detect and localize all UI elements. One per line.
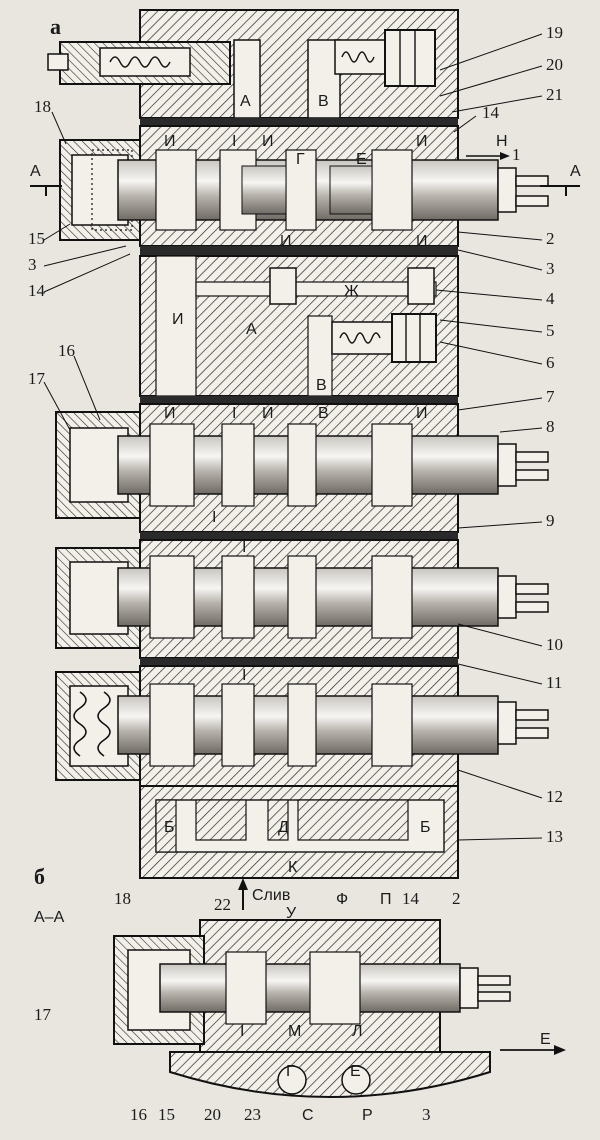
callout-b-17: 17: [34, 1005, 52, 1024]
callout-17: 17: [28, 369, 46, 388]
block4-label-i: I: [242, 667, 246, 684]
callout-5: 5: [546, 321, 555, 340]
channel-label-zh: Ж: [344, 283, 359, 300]
top-valve-body: [47, 9, 459, 126]
block2-label-i1: И: [164, 405, 176, 422]
callout-20: 20: [546, 55, 563, 74]
callout-16: 16: [58, 341, 75, 360]
block2-label-i2: I: [232, 405, 236, 422]
block2-label-i4: И: [416, 405, 428, 422]
cell-label-i-left: И: [164, 133, 176, 150]
section-label-a: а: [50, 14, 61, 39]
cell-label-i-low2: И: [416, 233, 428, 250]
sectionb-label-m: М: [288, 1023, 301, 1040]
callout-11: 11: [546, 673, 562, 692]
channel-label-a: А: [246, 321, 257, 338]
callout-6: 6: [546, 353, 555, 372]
spool-block-3: [55, 539, 549, 666]
section-a-a-view: [113, 919, 566, 1098]
bottom-manifold: [139, 785, 459, 879]
channel-label-i: И: [172, 311, 184, 328]
callout-15: 15: [28, 229, 45, 248]
cell-label-roman-i: I: [232, 133, 236, 150]
upper-spool-block: [59, 125, 549, 256]
cell-label-i-right: И: [416, 133, 428, 150]
callout-b-r: Р: [362, 1107, 373, 1124]
callout-b-23: 23: [244, 1105, 261, 1124]
callout-b-22: 22: [214, 895, 231, 914]
drain-label: Слив: [252, 887, 290, 904]
cell-label-g: Г: [296, 151, 305, 168]
callout-b-3: 3: [422, 1105, 431, 1124]
block2-label-i5: I: [212, 509, 216, 526]
callout-1: 1: [512, 145, 521, 164]
section-label-b: б: [34, 864, 45, 889]
callout-b-15: 15: [158, 1105, 175, 1124]
block2-label-i3: И: [262, 405, 274, 422]
sectionb-label-l: Л: [352, 1023, 363, 1040]
callout-10: 10: [546, 635, 563, 654]
callout-21: 21: [546, 85, 563, 104]
spool-block-4: [55, 665, 549, 787]
callout-14-top: 14: [482, 103, 500, 122]
sectionb-label-g: Г: [286, 1063, 295, 1080]
channel-label-b: В: [316, 377, 327, 394]
sectionb-label-p: П: [380, 891, 392, 908]
callout-b-20: 20: [204, 1105, 221, 1124]
manifold-label-k: К: [288, 859, 298, 876]
manifold-label-b-right: Б: [420, 819, 431, 836]
sectionb-label-f: Ф: [336, 891, 348, 908]
callout-3: 3: [546, 259, 555, 278]
callout-4: 4: [546, 289, 555, 308]
callout-19: 19: [546, 23, 563, 42]
callout-b-16: 16: [130, 1105, 147, 1124]
block2-label-b: В: [318, 405, 329, 422]
callout-3-left: 3: [28, 255, 37, 274]
sectionb-label-e-arrow: Е: [540, 1031, 551, 1048]
sectionb-label-u: У: [286, 905, 297, 922]
port-label-a: А: [240, 93, 251, 110]
sectionb-label-e: Е: [350, 1063, 361, 1080]
manifold-label-d: Д: [278, 819, 289, 836]
section-cut-marker-left: А: [30, 163, 41, 180]
callout-9: 9: [546, 511, 555, 530]
section-cut-marker-right: А: [570, 163, 581, 180]
cell-label-i-low1: И: [280, 233, 292, 250]
arrow-label-h: Н: [496, 133, 508, 150]
callout-7: 7: [546, 387, 555, 406]
port-label-b: В: [318, 93, 329, 110]
cell-label-i-mid: И: [262, 133, 274, 150]
callout-b-14: 14: [402, 889, 420, 908]
section-cut-title: А–А: [34, 909, 65, 926]
leader-lines: [43, 33, 543, 841]
callout-14-left: 14: [28, 281, 46, 300]
callout-2: 2: [546, 229, 555, 248]
callout-18: 18: [34, 97, 51, 116]
callout-8: 8: [546, 417, 555, 436]
section-cut-marks: [30, 152, 580, 196]
block2-label-i6: I: [242, 539, 246, 556]
drain-arrow: [238, 878, 248, 910]
spool-block-2: [55, 403, 549, 540]
cell-label-e: Е: [356, 151, 367, 168]
callout-b-18: 18: [114, 889, 131, 908]
callout-b-s: С: [302, 1107, 314, 1124]
callout-13: 13: [546, 827, 563, 846]
callout-12: 12: [546, 787, 563, 806]
manifold-label-b-left: Б: [164, 819, 175, 836]
callout-b-2: 2: [452, 889, 461, 908]
middle-check-valve-block: [139, 255, 459, 404]
sectionb-label-i: I: [240, 1023, 244, 1040]
